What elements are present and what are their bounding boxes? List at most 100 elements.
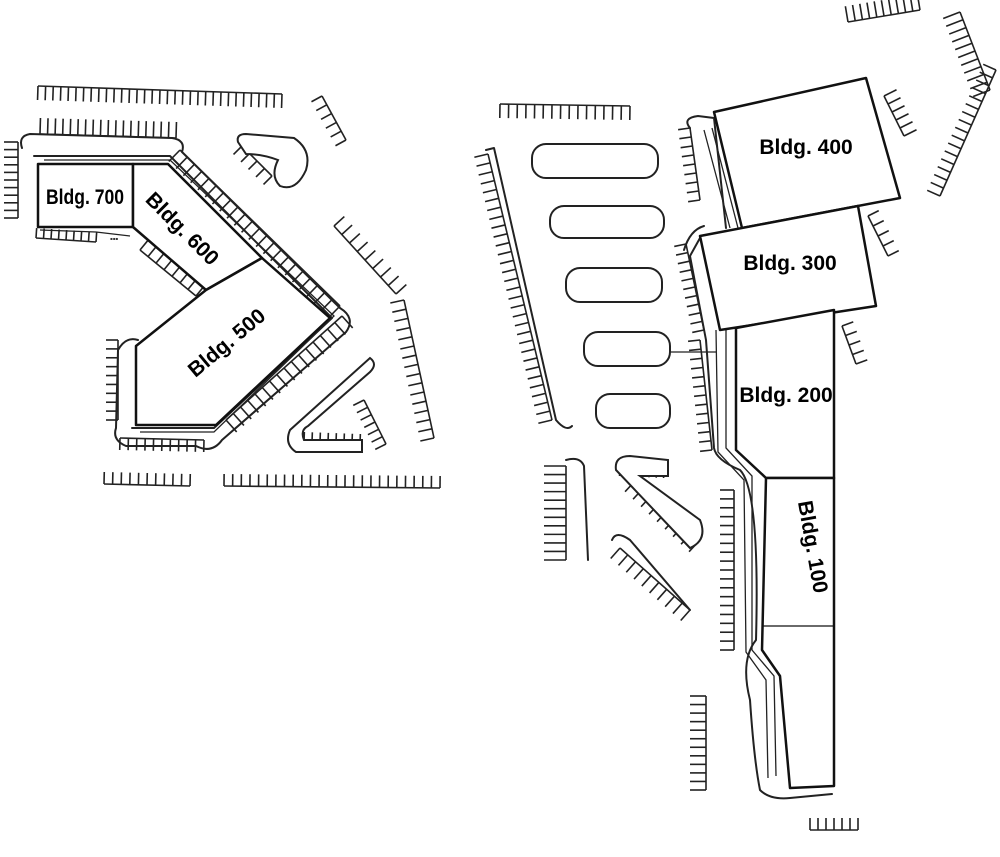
parking-stall [610,547,621,560]
parking-stall [674,243,687,248]
building-300[interactable] [698,204,878,332]
parking-stall [979,71,993,79]
parking-stall [387,275,400,287]
parking-stall [672,602,683,615]
curb-east-right [683,225,705,251]
west-curb-outline [20,133,351,450]
parking-stall [519,339,533,345]
parking-stall [371,435,383,443]
west-walkway-2 [39,229,131,237]
parking-stall [867,209,880,217]
parking-stall [681,154,694,158]
parking-stall [690,320,703,325]
parking-stall [255,167,266,178]
parking-stall [697,430,711,434]
parking-stall [678,127,691,131]
parking-stall [951,134,965,142]
parking-stall [262,175,273,186]
parking-stall [675,251,688,256]
parking-stall [232,412,245,426]
parking-stall [489,215,504,221]
parking-stall [625,561,637,573]
parking-stall [484,197,499,203]
parking-stall [677,260,690,265]
parking-stall [698,440,712,443]
parking-stall [691,375,705,379]
parking-stall [175,156,188,170]
parking-stall [948,26,967,35]
parking-stall [408,382,423,387]
parking-stall [633,568,644,580]
parking-stall [851,4,856,21]
parking-stall [947,142,962,150]
curb-east-left-2 [565,457,589,561]
parking-stall [335,139,347,147]
parking-stall [512,312,527,318]
parking-stall [685,181,698,185]
east-walkway-2 [703,129,769,779]
parking-stall [311,95,323,103]
parking-stall [379,266,392,278]
parking-stall [404,363,419,369]
parking-stall [972,87,986,95]
parking-stall [406,372,421,378]
parking-stall [845,330,858,337]
building-100[interactable] [760,476,836,790]
parking-stall [476,162,491,167]
parking-stall [525,366,540,371]
parking-stall [692,385,706,388]
parking-stall [87,231,90,242]
parking-stall [696,421,710,425]
parking-stall [474,153,489,159]
parking-stall [858,3,864,20]
parking-stall [679,269,692,274]
parking-stall [95,231,98,243]
parking-stall [326,328,339,342]
parking-stall [390,299,405,304]
parking-stall [536,410,551,416]
parking-stall [495,241,510,247]
parking-stall [394,317,409,323]
parking-stall [531,392,546,398]
parking-stall [80,230,83,242]
parking-stall [873,1,878,18]
parking-stall [686,190,699,194]
parking-stall [360,413,372,421]
parking-stall [982,63,997,71]
island-east-6 [614,454,704,550]
parking-stall [402,354,417,359]
parking-stall [957,50,976,59]
stall-row-base [139,249,197,297]
parking-stall [880,0,885,17]
parking-stall [487,206,501,212]
parking-stall [887,249,900,257]
parking-stall [320,112,332,121]
parking-stall [400,345,415,350]
parking-stall [656,588,668,601]
building-400[interactable] [712,76,902,230]
parking-stall [910,0,914,12]
parking-stall [420,437,435,442]
parking-stall [940,158,955,166]
stall-row-base [619,547,691,611]
parking-stall [689,357,703,361]
stall-row-base [883,95,905,137]
parking-stall [348,232,361,244]
parking-stall [687,339,701,343]
parking-stall [694,403,708,407]
parking-stall [501,268,516,274]
parking-stall [899,121,913,129]
parking-stall [414,409,429,415]
building-500[interactable] [134,256,332,427]
parking-stall [510,303,525,309]
parking-stall [965,102,979,111]
tiny-note: ▪▪▪ [110,236,118,241]
parking-stall [887,0,892,15]
west-walkway [44,159,335,433]
parking-stall [65,229,68,241]
parking-stall [968,95,983,103]
parking-stall [683,163,696,167]
parking-stall [523,357,538,362]
stall-row-base [223,485,441,489]
stall-row-base [403,299,435,439]
